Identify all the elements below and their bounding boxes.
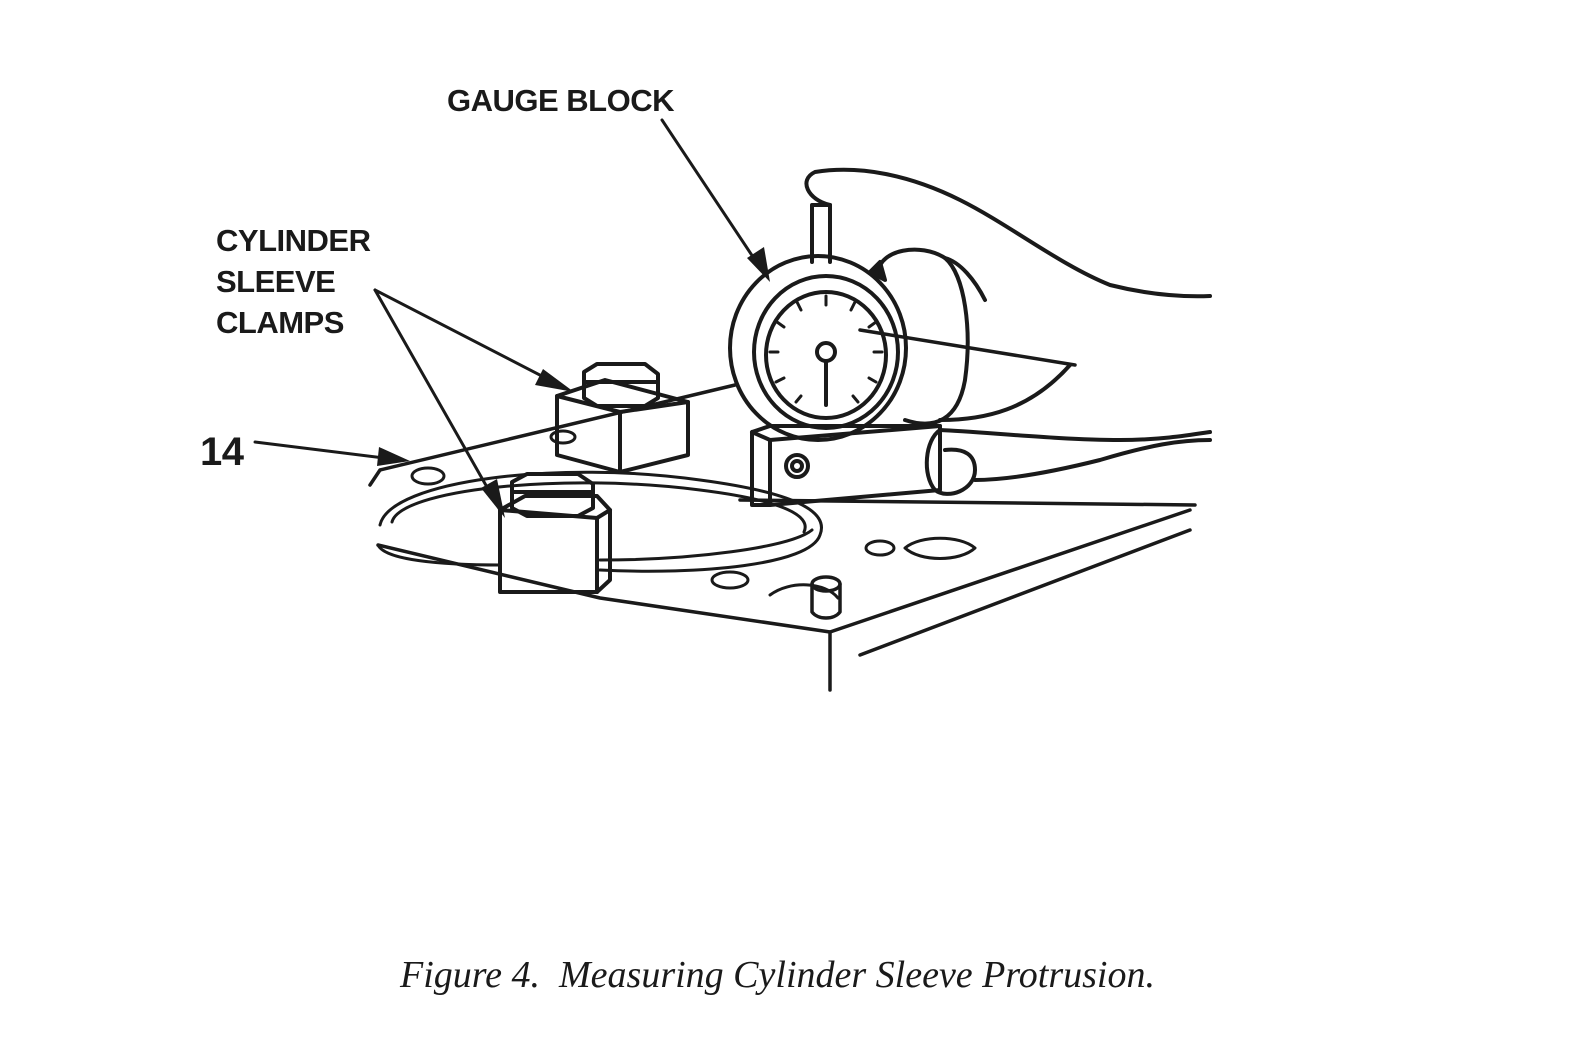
leader-gauge-block xyxy=(660,118,767,277)
gauge-block-label: GAUGE BLOCK xyxy=(447,83,675,118)
leader-clamp-rear xyxy=(373,288,567,390)
leader-clamp-front xyxy=(373,288,502,512)
engine-block xyxy=(368,328,1197,692)
leader-14 xyxy=(253,440,402,462)
cylinder-sleeve-clamps-label: CYLINDER SLEEVE CLAMPS xyxy=(216,220,371,343)
arrowhead-14 xyxy=(377,447,410,466)
cylinder-sleeve-clamp-front xyxy=(498,472,612,594)
dowel-pin xyxy=(810,575,842,620)
cylinder-sleeve-clamp-rear xyxy=(555,362,690,474)
arrowheads xyxy=(377,247,770,518)
arrowhead-clamp-rear xyxy=(535,369,574,392)
reference-number-label: 14 xyxy=(200,430,244,474)
dial-indicator-gauge xyxy=(728,203,908,442)
hand xyxy=(804,167,1212,496)
clamps-label-line: CYLINDER xyxy=(216,223,371,258)
clamps-label-line: SLEEVE xyxy=(216,264,336,299)
figure-caption: Figure 4. Measuring Cylinder Sleeve Prot… xyxy=(400,954,1155,996)
arrowhead-gauge-block xyxy=(747,247,770,282)
leader-lines xyxy=(253,118,767,512)
arrowhead-clamp-front xyxy=(481,479,505,518)
clamps-label-line: CLAMPS xyxy=(216,305,344,340)
gauge-block xyxy=(750,424,942,507)
head-gasket xyxy=(376,429,977,600)
